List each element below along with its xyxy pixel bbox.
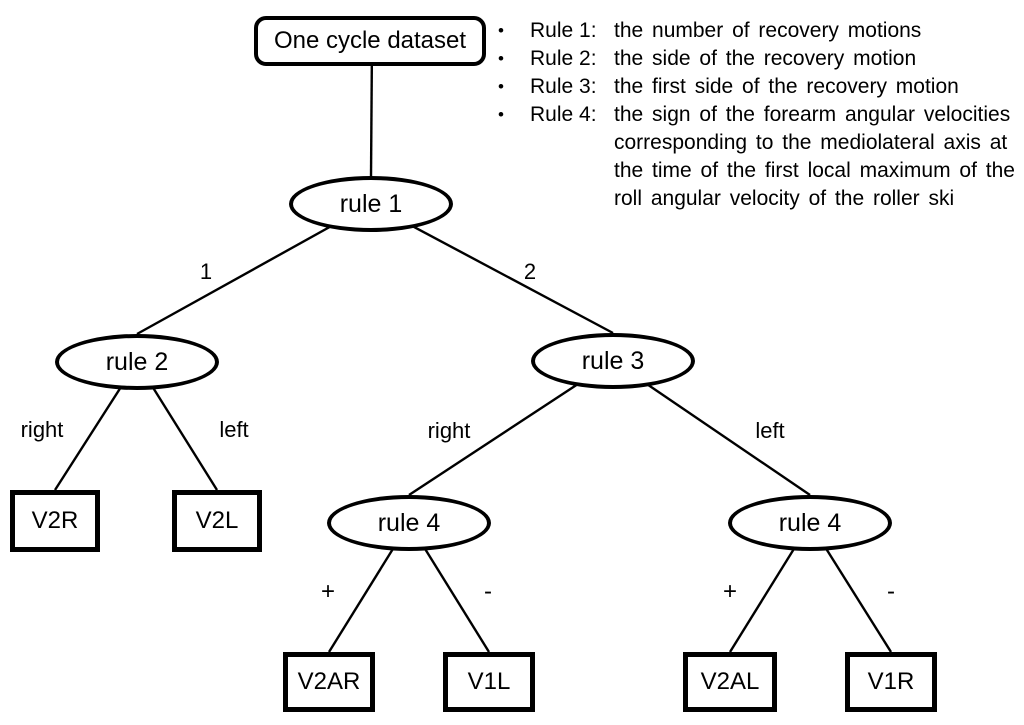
node-rule1: rule 1: [289, 176, 453, 232]
edge-label-rule4l-plus: +: [320, 578, 336, 605]
edge-label-2: 2: [523, 259, 537, 284]
bullet-icon: •: [498, 49, 504, 68]
node-rule4-right: rule 4: [728, 495, 892, 551]
legend-item-rule3: • Rule 3: the first side of the recovery…: [498, 73, 1022, 101]
legend-item-rule4: • Rule 4: the sign of the forearm angula…: [498, 101, 1022, 213]
edge-label-rule2-right: right: [20, 417, 64, 442]
edge-label-1: 1: [199, 259, 213, 284]
bullet-icon: •: [498, 77, 504, 96]
legend-item-rule2: • Rule 2: the side of the recovery motio…: [498, 45, 1022, 73]
leaf-v2l: V2L: [172, 490, 262, 552]
legend-rule4-text: the sign of the forearm angular velociti…: [614, 103, 1015, 210]
legend-rule1-text: the number of recovery motions: [614, 19, 922, 42]
leaf-v2r: V2R: [10, 490, 100, 552]
edge-label-rule3-left: left: [755, 418, 785, 443]
legend-rule3-label: Rule 3:: [530, 75, 597, 98]
bullet-icon: •: [498, 21, 504, 40]
edge-label-rule2-left: left: [219, 417, 249, 442]
leaf-v2al: V2AL: [683, 652, 777, 712]
leaf-v2ar: V2AR: [283, 652, 375, 712]
edge-label-rule4r-minus: -: [887, 578, 895, 605]
leaf-v1r: V1R: [845, 652, 937, 712]
legend-rule2-text: the side of the recovery motion: [614, 47, 917, 70]
legend-rule3-text: the first side of the recovery motion: [614, 75, 959, 98]
leaf-v1l: V1L: [443, 652, 535, 712]
rules-legend: • Rule 1: the number of recovery motions…: [498, 17, 1022, 213]
legend-rule2-label: Rule 2:: [530, 47, 597, 70]
node-rule2: rule 2: [55, 334, 219, 390]
node-rule4-left: rule 4: [327, 495, 491, 551]
edge-label-rule4l-minus: -: [484, 578, 492, 605]
node-rule3: rule 3: [531, 333, 695, 389]
legend-rule4-label: Rule 4:: [530, 103, 597, 126]
bullet-icon: •: [498, 105, 504, 124]
edge-label-rule3-right: right: [427, 418, 471, 443]
legend-rule1-label: Rule 1:: [530, 19, 597, 42]
legend-item-rule1: • Rule 1: the number of recovery motions: [498, 17, 1022, 45]
node-root: One cycle dataset: [254, 16, 486, 66]
edge-label-rule4r-plus: +: [722, 578, 738, 605]
